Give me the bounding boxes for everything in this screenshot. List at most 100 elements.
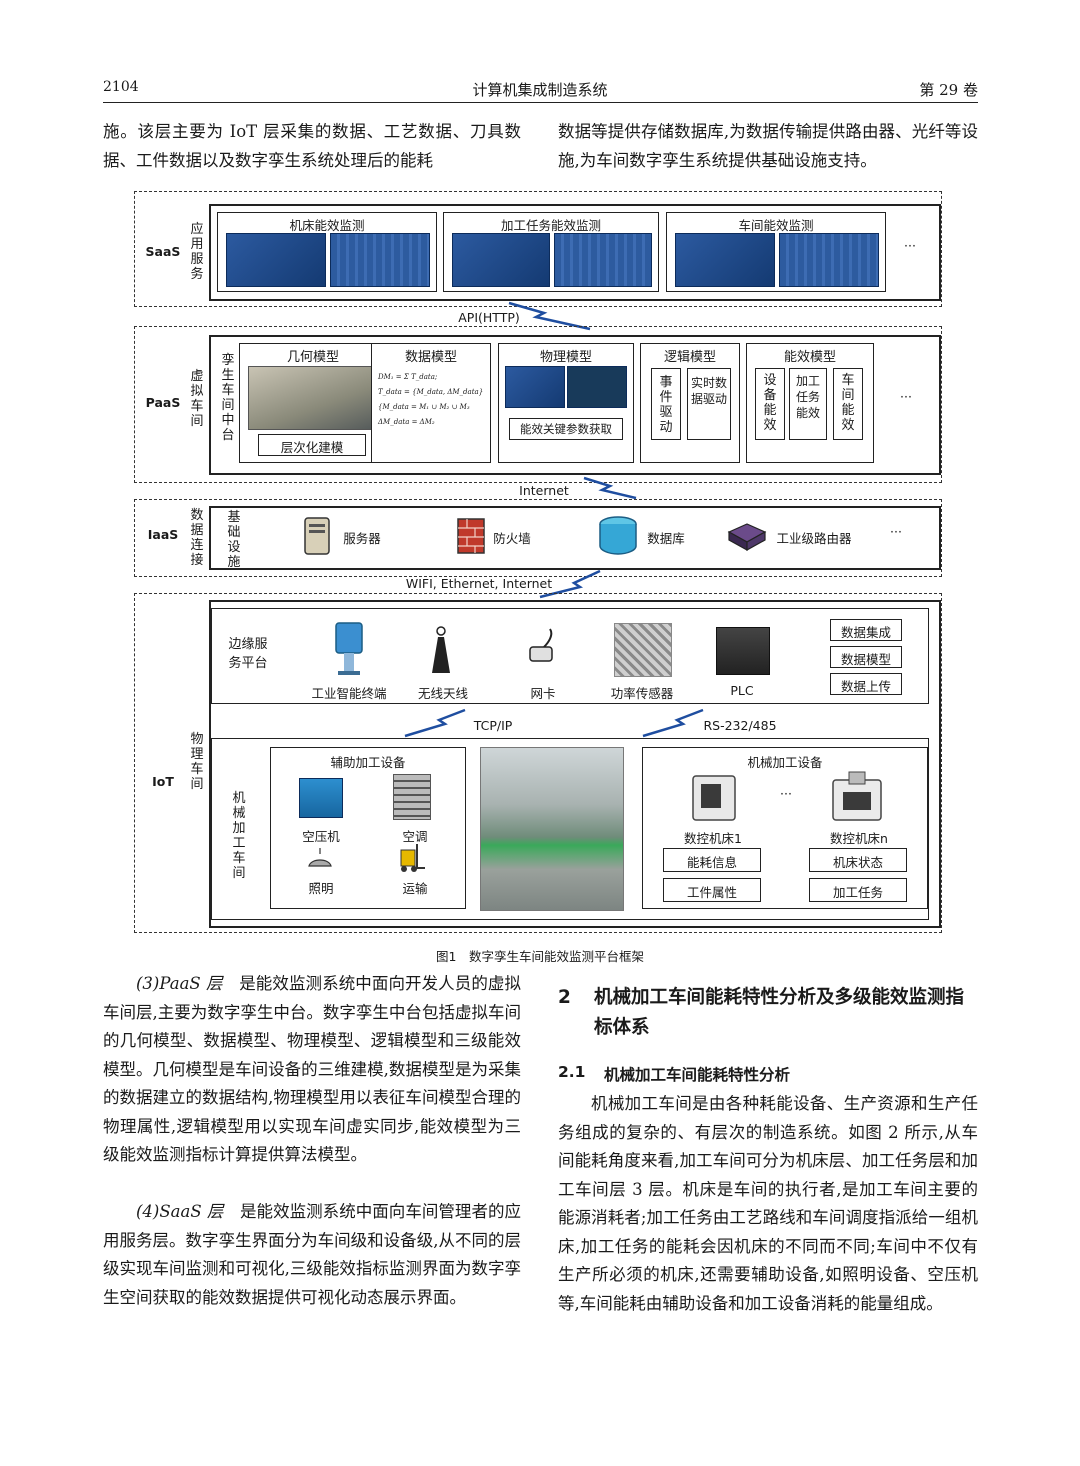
- logic-item: 事件驱动: [659, 375, 673, 435]
- cnc-item: 机床状态: [832, 855, 883, 870]
- link-tcp-label: TCP/IP: [473, 718, 513, 733]
- saas-panel-shop: 车间能效监测: [666, 212, 886, 292]
- iot-inner: 边缘服务平台 工业智能终端 无线天线 网卡 功率传感器: [209, 600, 941, 928]
- database-icon: [599, 516, 637, 555]
- logic-model: 逻辑模型 事件驱动 实时数据驱动: [640, 343, 740, 463]
- aux-item-label: 运输: [402, 881, 428, 896]
- physical-image: [567, 366, 627, 408]
- formula-line: {M_data = M₁ ∪ M₂ ∪ M₃: [378, 403, 470, 411]
- saas-more: ···: [904, 238, 916, 253]
- link-api-label: API(HTTP): [458, 310, 520, 325]
- lightning-link-icon: [404, 708, 466, 738]
- geometry-model: 几何模型 层次化建模: [239, 343, 387, 463]
- subsection-number: 2.1: [558, 1063, 586, 1081]
- screenshot-thumb: [330, 233, 430, 287]
- geometry-image: [248, 366, 378, 430]
- network-card-icon: [529, 628, 553, 662]
- edge-platform: 边缘服务平台 工业智能终端 无线天线 网卡 功率传感器: [211, 608, 929, 704]
- physical-image: [505, 366, 565, 408]
- paas-paragraph: (3)PaaS 层 是能效监测系统中面向开发人员的虚拟车间层,主要为数字孪生中台…: [103, 970, 521, 1170]
- saas-layer: SaaS 应用服务 机床能效监测 加工任务能效监测 车间能效监测 ···: [134, 191, 942, 307]
- top-right-text: 数据等提供存储数据库,为数据传输提供路由器、光纤等设施,为车间数字孪生系统提供基…: [558, 122, 978, 170]
- edge-item-label: 工业智能终端: [311, 686, 387, 701]
- cnc-item: 工件属性: [686, 885, 737, 900]
- geometry-sub: 层次化建模: [280, 440, 344, 455]
- framework-figure: SaaS 应用服务 机床能效监测 加工任务能效监测 车间能效监测 ··· API…: [134, 191, 944, 935]
- iaas-label: IaaS: [147, 527, 179, 542]
- paas-inner-label: 孪生车间中台: [221, 353, 235, 443]
- database-label: 数据库: [647, 531, 685, 546]
- edge-right-label: 数据上传: [840, 679, 891, 694]
- power-sensor-image: [614, 623, 672, 677]
- cnc-item: 加工任务: [832, 885, 883, 900]
- cncn-label: 数控机床n: [830, 831, 888, 846]
- logic-item: 实时数据驱动: [690, 376, 727, 406]
- saas-paragraph: (4)SaaS 层 是能效监测系统中面向车间管理者的应用服务层。数字孪生界面分为…: [103, 1198, 521, 1312]
- aux-item-label: 空压机: [302, 829, 340, 844]
- forklift-icon: [400, 844, 425, 872]
- iaas-more: ···: [890, 524, 902, 539]
- data-model: 数据模型 DM₁ = Σ T_data; T_data = {M_data, Δ…: [371, 343, 491, 463]
- saas-side-label: 应用服务: [190, 222, 204, 282]
- screenshot-thumb: [452, 233, 550, 287]
- paragraph-label: (3)PaaS 层: [136, 974, 223, 993]
- aux-equipment: 辅助加工设备 空压机 空调 照明 运输: [270, 747, 466, 909]
- edge-right-box: 数据模型: [830, 646, 902, 668]
- edge-label: 边缘服务平台: [228, 637, 268, 671]
- paas-label: PaaS: [145, 395, 181, 410]
- paas-layer: PaaS 虚拟车间 孪生车间中台 几何模型 层次化建模 数据模型 DM₁ = Σ…: [134, 326, 942, 483]
- lightning-link-icon: [539, 569, 601, 599]
- plc-image: [716, 627, 770, 675]
- screenshot-thumb: [675, 233, 775, 287]
- energy-item-box: 设备能效: [755, 368, 785, 440]
- energy-item-box: 加工任务能效: [789, 368, 827, 440]
- lamp-icon: [308, 848, 332, 867]
- edge-item-label: 网卡: [530, 686, 556, 701]
- lightning-link-icon: [508, 301, 591, 331]
- screenshot-thumb: [779, 233, 879, 287]
- figure-caption: 图1 数字孪生车间能效监测平台框架: [436, 949, 644, 964]
- edge-item-label: 无线天线: [417, 686, 468, 701]
- cnc-item: 能耗信息: [686, 855, 737, 870]
- formula-line: T_data = {M_data, ΔM_data}: [378, 388, 484, 396]
- paragraph-label: (4)SaaS 层: [136, 1202, 224, 1221]
- physical-model: 物理模型 能效关键参数获取: [498, 343, 634, 463]
- geometry-sub-box: 层次化建模: [258, 434, 366, 456]
- cnc1-item-box: 能耗信息: [663, 848, 761, 872]
- paas-side-label: 虚拟车间: [190, 369, 204, 429]
- cnc-machine-icon: [832, 771, 882, 821]
- top-left-text: 施。该层主要为 IoT 层采集的数据、工艺数据、刀具数据、工件数据以及数字孪生系…: [103, 122, 521, 170]
- energy-item: 车间能效: [841, 373, 855, 433]
- edge-right-label: 数据模型: [840, 652, 891, 667]
- aux-item-label: 空调: [402, 829, 428, 844]
- cnc-machine-icon: [692, 775, 736, 821]
- lightning-link-icon: [642, 708, 704, 738]
- volume-label: 第 29 卷: [919, 81, 978, 99]
- firewall-label: 防火墙: [493, 531, 531, 546]
- journal-title: 计算机集成制造系统: [472, 81, 608, 99]
- edge-right-box: 数据上传: [830, 673, 902, 695]
- lightning-link-icon: [583, 476, 637, 500]
- subsection-title: 机械加工车间能耗特性分析: [604, 1066, 791, 1084]
- iot-label: IoT: [152, 774, 174, 789]
- firewall-icon: [457, 518, 485, 554]
- machining-equipment: 机械加工设备 ··· 数控机床1 数控机床n 能耗信息 工件属性: [642, 747, 928, 909]
- logic-item-box: 事件驱动: [651, 368, 681, 440]
- energy-item: 设备能效: [763, 373, 777, 433]
- energy-item: 加工任务能效: [795, 374, 820, 420]
- edge-right-label: 数据集成: [840, 625, 891, 640]
- iot-side-label: 物理车间: [190, 732, 204, 792]
- iaas-inner: 基础设施 服务器 防火墙 数据库 工业级路由器 ···: [209, 506, 941, 570]
- link-internet-label: Internet: [519, 483, 569, 498]
- formula-line: ΔM_data = ΔM₂: [378, 418, 435, 426]
- physical-model-title: 物理模型: [539, 350, 592, 365]
- server-icon: [304, 517, 330, 555]
- physical-sub-box: 能效关键参数获取: [509, 418, 623, 440]
- logic-item-box: 实时数据驱动: [687, 368, 731, 440]
- edge-item-label: 功率传感器: [610, 686, 674, 701]
- mach-title: 机械加工设备: [747, 755, 823, 770]
- saas-panel-title: 机床能效监测: [289, 218, 365, 233]
- section-title: 机械加工车间能耗特性分析及多级能效监测指标体系: [594, 987, 965, 1038]
- energy-model-title: 能效模型: [783, 350, 836, 365]
- paragraph-text: 是能效监测系统中面向车间管理者的应用服务层。数字孪生界面分为车间级和设备级,从不…: [103, 1202, 521, 1307]
